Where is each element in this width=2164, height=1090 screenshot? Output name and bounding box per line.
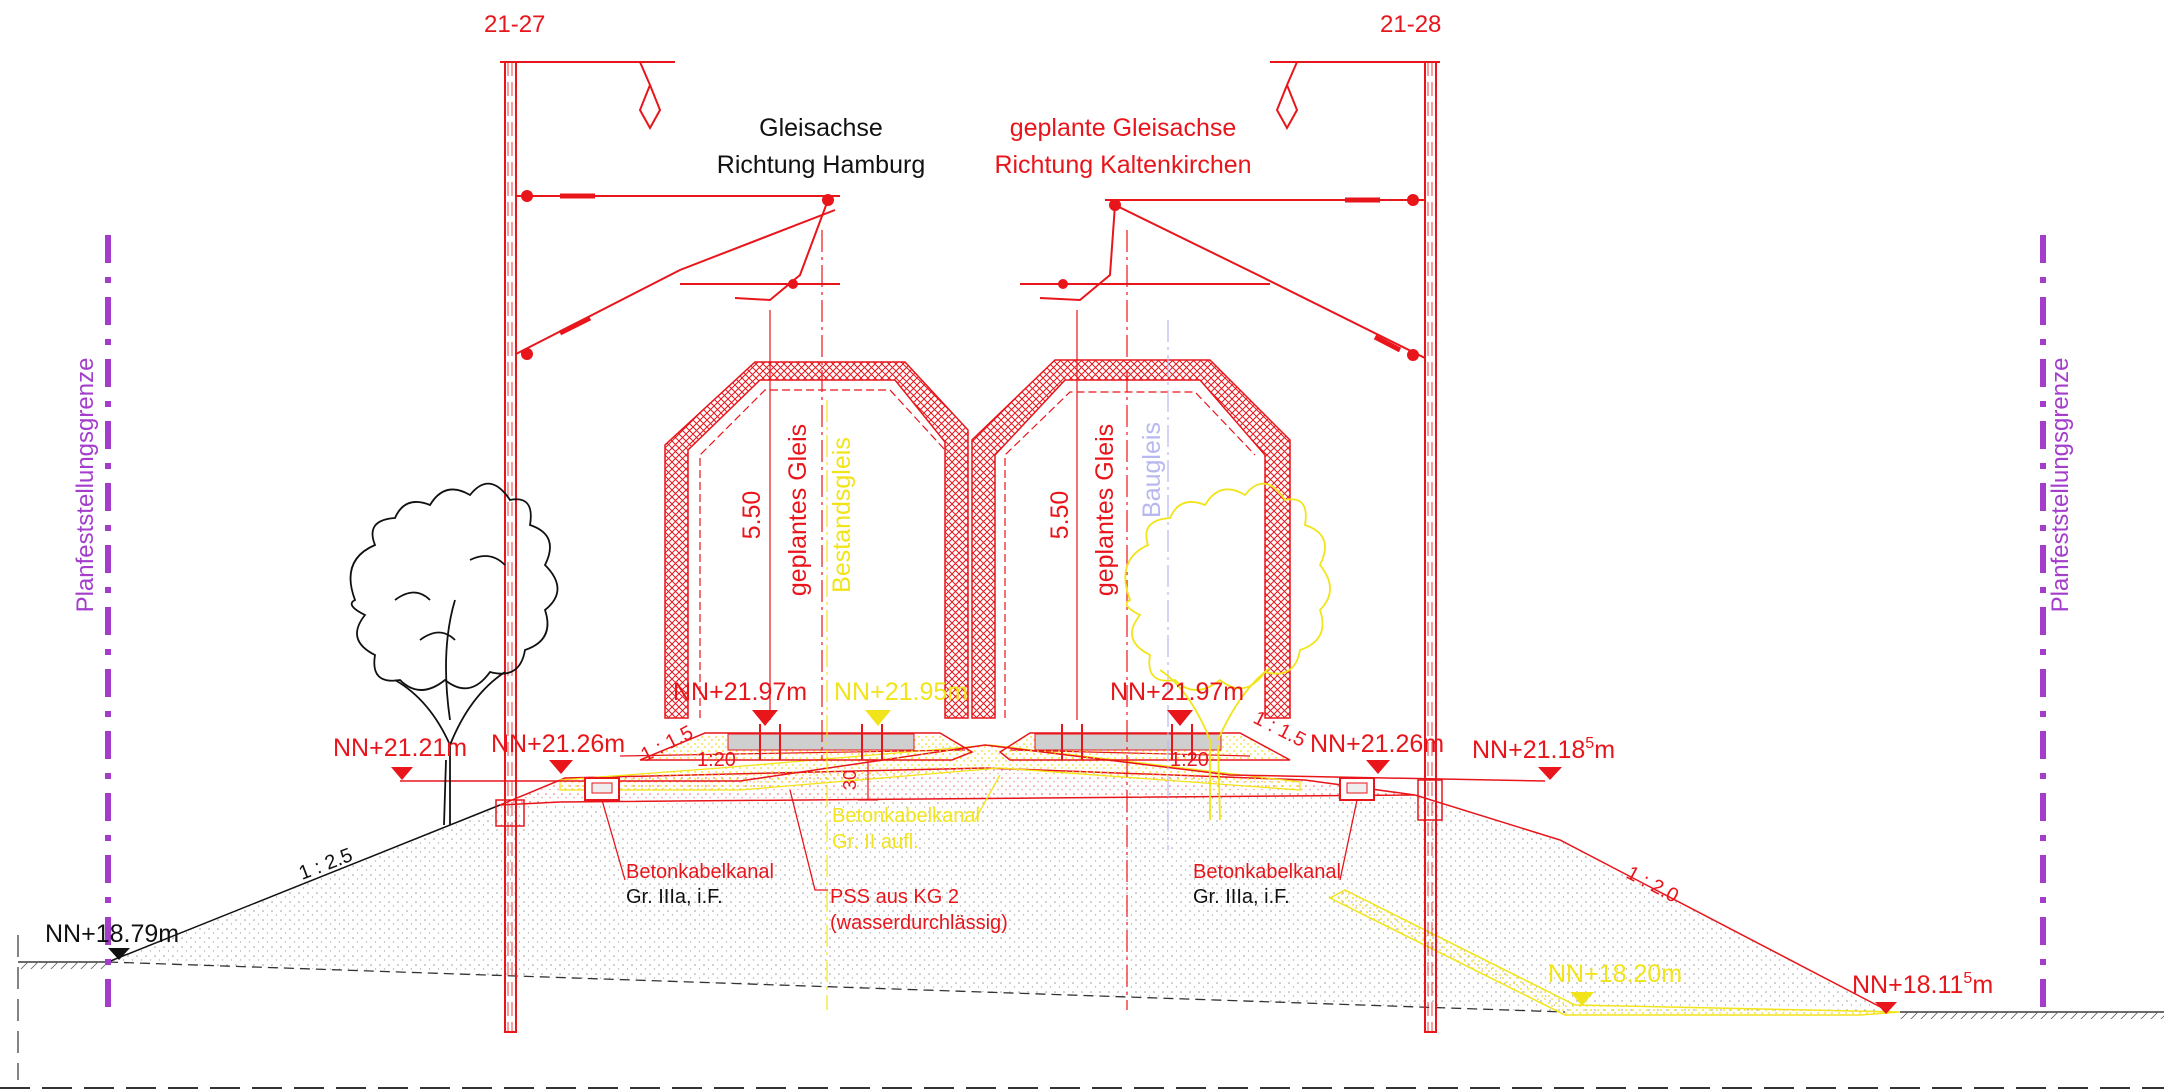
boundary-label-right: Planfeststellungsgrenze <box>2047 358 2074 613</box>
elev-ground-left: NN+18.79m <box>45 920 179 948</box>
cable-left-label-1: Betonkabelkanal <box>626 861 774 883</box>
tree-icon <box>349 482 559 826</box>
clearance-gauge-left <box>664 361 969 719</box>
cable-mid-label-2: Gr. II aufl. <box>832 831 919 853</box>
embankment-right-slope <box>1414 794 1891 1013</box>
pss-label-1: PSS aus KG 2 <box>830 886 959 908</box>
catenary-left <box>515 61 840 360</box>
elev-ground-right-main: NN+18.115m <box>1852 970 1993 999</box>
formation-top-line <box>400 744 1546 782</box>
mast-left-id: 21-27 <box>484 11 545 38</box>
clearance-gauge-right <box>971 359 1291 719</box>
elev-ground-right-unit: m <box>1972 971 1993 999</box>
embankment-outline <box>107 804 501 963</box>
elev-rail-right-planned: NN+21.97m <box>1110 678 1244 706</box>
sleeper-left <box>727 733 915 751</box>
elev-formation-left-inner: NN+21.26m <box>491 730 625 758</box>
mast-right-id: 21-28 <box>1380 11 1441 38</box>
ground-left-hatch <box>18 962 108 969</box>
slope-crossfall-right: 1:20 <box>1170 749 1209 771</box>
clearance-height-left: 5.50 <box>738 491 766 540</box>
elev-formation-right-outer-sup: 5 <box>1585 735 1594 752</box>
mast-right <box>1270 61 1443 1033</box>
clearance-temporary-right: Baugleis <box>1138 422 1166 518</box>
elevation-marker-ground-left <box>108 948 130 960</box>
boundary-label-left: Planfeststellungsgrenze <box>72 358 99 613</box>
elev-formation-right-inner: NN+21.26m <box>1310 730 1444 758</box>
clearance-gauge-left-inner <box>699 389 946 718</box>
thickness-label: 30 <box>840 770 860 790</box>
existing-slope-yellow <box>1328 889 1901 1016</box>
cable-right-label-2: Gr. IIIa, i.F. <box>1193 886 1290 908</box>
axis-planned-title-2: Richtung Kaltenkirchen <box>994 151 1251 179</box>
existing-ground-line <box>107 961 1566 1013</box>
elev-ground-right-yellow: NN+18.20m <box>1548 960 1682 988</box>
elev-formation-right-outer-unit: m <box>1594 736 1615 764</box>
leader-line-yellow <box>974 774 1001 821</box>
slope-crossfall-left: 1:20 <box>697 749 736 771</box>
elev-formation-right-outer: NN+21.185m <box>1472 735 1615 764</box>
clearance-label-left: geplantes Gleis <box>784 424 812 596</box>
elev-formation-right-outer-main: NN+21.18 <box>1472 736 1585 764</box>
axis-existing-title-1: Gleisachse <box>759 114 883 142</box>
elevation-marker-yellow-ground <box>1570 992 1594 1006</box>
elev-rail-left-existing: NN+21.95m <box>834 678 968 706</box>
cable-channel-left-inner <box>591 782 613 794</box>
rail-left-marks <box>759 724 883 760</box>
axis-planned-title-1: geplante Gleisachse <box>1010 114 1237 142</box>
embankment-fill <box>108 795 1890 1012</box>
cable-right-label-1: Betonkabelkanal <box>1193 861 1341 883</box>
catenary-right <box>1020 61 1426 361</box>
ground-right-hatch <box>1900 1012 2164 1019</box>
axis-existing-title-2: Richtung Hamburg <box>717 151 925 179</box>
cable-mid-label-1: Betonkabelkanal <box>832 805 980 827</box>
mast-left <box>495 61 675 1033</box>
leader-lines <box>601 789 1358 891</box>
elevation-marker-existing <box>865 710 891 726</box>
clearance-existing-left: Bestandsgleis <box>828 437 856 593</box>
elev-ground-right-sup: 5 <box>1963 970 1972 987</box>
cable-channel-right-inner <box>1346 782 1368 794</box>
elevation-markers <box>391 710 1897 1014</box>
elev-rail-left-planned: NN+21.97m <box>673 678 807 706</box>
elev-formation-left-outer: NN+21.21m <box>333 734 467 762</box>
thickness-dimension <box>858 759 878 801</box>
clearance-label-right: geplantes Gleis <box>1091 424 1119 596</box>
clearance-height-right: 5.50 <box>1046 491 1074 540</box>
elev-ground-right-main-value: NN+18.11 <box>1852 971 1963 999</box>
pss-label-2: (wasserdurchlässig) <box>830 912 1008 934</box>
clearance-gauge-right-inner <box>1004 391 1256 718</box>
cable-left-label-2: Gr. IIIa, i.F. <box>626 886 723 908</box>
rail-right-marks <box>1061 724 1193 760</box>
tree-yellow-icon <box>1124 482 1331 821</box>
